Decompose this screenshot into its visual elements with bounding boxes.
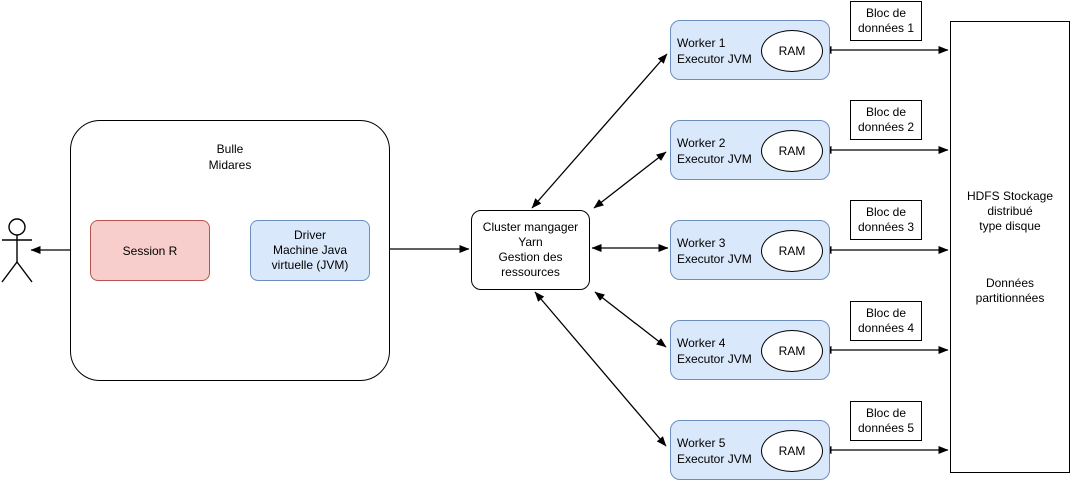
arrow-cluster-worker1 — [531, 53, 668, 209]
bloc-donnees-3: Bloc de données 3 — [850, 200, 922, 240]
driver-jvm-node: Driver Machine Java virtuelle (JVM) — [250, 220, 370, 281]
user-actor-icon — [1, 218, 33, 283]
bloc-4-line2: données 4 — [857, 321, 915, 335]
worker-4-name: Worker 4 — [677, 336, 726, 350]
session-r-node: Session R — [90, 220, 210, 281]
worker-2-ram-ellipse: RAM — [761, 130, 823, 172]
worker-3-role: Executor JVM — [677, 252, 752, 266]
ram-label: RAM — [778, 44, 806, 58]
bulle-title-line1: Bulle — [216, 142, 244, 156]
bloc-donnees-1: Bloc de données 1 — [850, 1, 922, 41]
cluster-label-line4: ressources — [501, 265, 560, 279]
bloc-1-line1: Bloc de — [865, 6, 907, 20]
worker-1-role: Executor JVM — [677, 52, 752, 66]
worker-5-ram-ellipse: RAM — [761, 430, 823, 472]
worker-1-name: Worker 1 — [677, 36, 726, 50]
bloc-5-line1: Bloc de — [865, 406, 907, 420]
cluster-label-line1: Cluster mangager — [482, 220, 579, 234]
cluster-label-line3: Gestion des — [498, 250, 563, 264]
bloc-2-line2: données 2 — [857, 120, 915, 134]
worker-5-node: Worker 5 Executor JVM RAM — [670, 420, 830, 480]
worker-4-node: Worker 4 Executor JVM RAM — [670, 320, 830, 380]
worker-5-name: Worker 5 — [677, 436, 726, 450]
arrow-cluster-worker4 — [594, 291, 667, 348]
bloc-donnees-2: Bloc de données 2 — [850, 100, 922, 140]
hdfs-line5: partitionnées — [975, 290, 1045, 305]
worker-3-ram-ellipse: RAM — [761, 230, 823, 272]
hdfs-line2: distribué — [987, 203, 1033, 218]
ram-label: RAM — [778, 444, 806, 458]
driver-label-line3: virtuelle (JVM) — [271, 258, 349, 272]
worker-4-role: Executor JVM — [677, 352, 752, 366]
worker-4-ram-ellipse: RAM — [761, 330, 823, 372]
hdfs-storage-node: HDFS Stockage distribué type disque Donn… — [950, 21, 1070, 473]
worker-1-node: Worker 1 Executor JVM RAM — [670, 20, 830, 80]
ram-label: RAM — [778, 344, 806, 358]
cluster-label-line2: Yarn — [518, 235, 543, 249]
bloc-donnees-4: Bloc de données 4 — [850, 301, 922, 341]
hdfs-line3: type disque — [979, 218, 1041, 233]
arrow-cluster-worker5 — [534, 291, 667, 447]
bloc-3-line1: Bloc de — [865, 205, 907, 219]
worker-2-name: Worker 2 — [677, 136, 726, 150]
cluster-manager-node: Cluster mangager Yarn Gestion des ressou… — [471, 210, 590, 290]
worker-3-node: Worker 3 Executor JVM RAM — [670, 220, 830, 280]
bloc-5-line2: données 5 — [857, 421, 915, 435]
ram-label: RAM — [778, 244, 806, 258]
bloc-1-line2: données 1 — [857, 21, 915, 35]
worker-2-node: Worker 2 Executor JVM RAM — [670, 120, 830, 180]
bloc-donnees-5: Bloc de données 5 — [850, 401, 922, 441]
bloc-2-line1: Bloc de — [865, 105, 907, 119]
arrow-cluster-worker2 — [593, 151, 667, 209]
bulle-title-line2: Midares — [208, 158, 252, 172]
session-r-label: Session R — [122, 243, 178, 258]
hdfs-line1: HDFS Stockage — [966, 188, 1054, 203]
hdfs-line4: Données — [985, 275, 1035, 290]
worker-2-role: Executor JVM — [677, 152, 752, 166]
driver-label-line2: Machine Java — [272, 243, 348, 257]
worker-5-role: Executor JVM — [677, 452, 752, 466]
bloc-3-line2: données 3 — [857, 220, 915, 234]
worker-3-name: Worker 3 — [677, 236, 726, 250]
bloc-4-line1: Bloc de — [865, 306, 907, 320]
worker-1-ram-ellipse: RAM — [761, 30, 823, 72]
ram-label: RAM — [778, 144, 806, 158]
driver-label-line1: Driver — [294, 228, 326, 242]
